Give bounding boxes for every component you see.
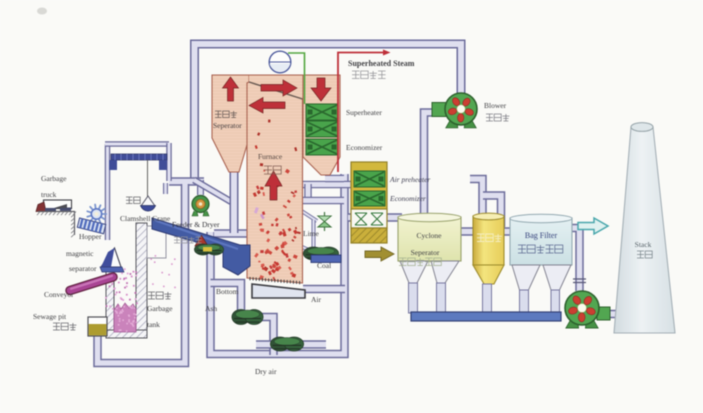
svg-text:Sewage pit: Sewage pit (33, 312, 67, 321)
svg-text:Seperator: Seperator (411, 248, 440, 257)
svg-text:Clamshell Crane: Clamshell Crane (120, 214, 171, 223)
svg-text:Blower: Blower (484, 101, 507, 110)
svg-text:Superheated Steam: Superheated Steam (348, 59, 415, 68)
svg-text:tank: tank (147, 320, 160, 329)
svg-text:Air: Air (311, 295, 322, 304)
svg-text:Seperator: Seperator (213, 121, 242, 130)
svg-text:Furnace: Furnace (258, 152, 283, 161)
svg-text:Bag Filter: Bag Filter (525, 231, 558, 240)
svg-text:Bottom: Bottom (216, 287, 239, 296)
svg-text:Economizer: Economizer (346, 143, 383, 152)
svg-text:separator: separator (69, 264, 97, 273)
svg-text:truck: truck (41, 190, 57, 199)
svg-text:Air preheater: Air preheater (389, 175, 430, 184)
svg-text:Garbage: Garbage (147, 304, 173, 313)
svg-text:Economizer: Economizer (389, 194, 426, 203)
svg-text:Feeder & Dryer: Feeder & Dryer (172, 220, 220, 229)
svg-text:Lime: Lime (303, 229, 319, 238)
svg-text:Cyclone: Cyclone (417, 231, 443, 240)
svg-text:Superheater: Superheater (346, 108, 382, 117)
svg-text:Dry air: Dry air (255, 367, 277, 376)
svg-text:Garbage: Garbage (41, 174, 67, 183)
svg-text:Conveyor: Conveyor (44, 290, 74, 299)
svg-text:Hopper: Hopper (79, 232, 102, 241)
svg-text:magnetic: magnetic (66, 249, 94, 258)
svg-text:Ash: Ash (205, 304, 217, 313)
svg-text:Stack: Stack (635, 240, 652, 249)
svg-text:Coal: Coal (317, 261, 331, 270)
